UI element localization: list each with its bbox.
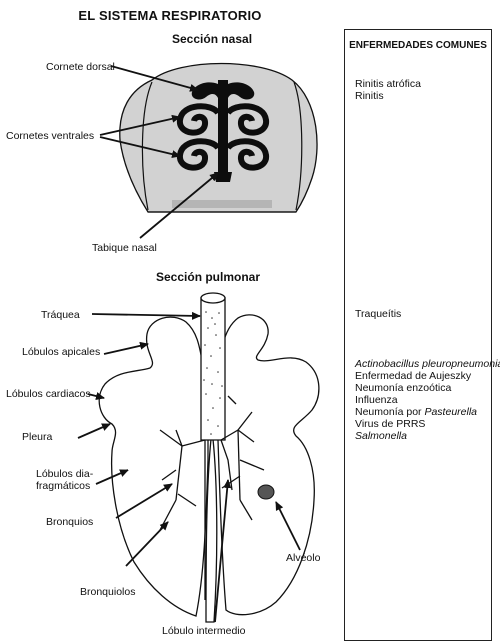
nasal-right-cheek	[293, 81, 303, 211]
label-intermediate-lobe: Lóbulo intermedio	[162, 625, 246, 637]
label-bronchi: Bronquios	[46, 516, 94, 528]
label-diaphragmatic-lobes-1: Lóbulos dia-	[36, 468, 94, 480]
disease-lung-6: Virus de PRRS	[355, 418, 426, 430]
dorsal-turbinate-right	[228, 82, 255, 100]
disease-lung-3: Neumonía enzoótica	[355, 382, 452, 394]
nasal-left-cheek	[141, 81, 153, 211]
label-bronchioles: Bronquiolos	[80, 586, 136, 598]
label-nasal-septum: Tabique nasal	[92, 242, 157, 254]
trachea	[200, 292, 226, 441]
disease-lung-5-text: Neumonía por	[355, 406, 425, 418]
nasal-palate	[172, 200, 272, 208]
pulmonary-heading: Sección pulmonar	[156, 270, 261, 284]
label-diaphragmatic-lobes-2: fragmáticos	[36, 480, 91, 492]
nasal-arrows	[99, 65, 219, 239]
disease-nasal-2: Rinitis	[355, 90, 384, 102]
right-lung	[217, 314, 320, 616]
label-alveolus: Alvéolo	[286, 552, 321, 564]
disease-lung-1: Actinobacillus pleuropneumoniae	[355, 358, 500, 370]
nasal-section	[119, 62, 318, 213]
bronchial-tree	[159, 395, 265, 600]
disease-nasal-1: Rinitis atrófica	[355, 78, 421, 90]
nasal-heading: Sección nasal	[172, 32, 253, 46]
page-title: EL SISTEMA RESPIRATORIO	[78, 8, 262, 23]
diseases-panel: ENFERMEDADES COMUNES Rinitis atrófica Ri…	[344, 29, 500, 641]
label-dorsal-turbinate: Cornete dorsal	[46, 61, 115, 73]
alveolus-cluster	[257, 484, 275, 500]
lung-section	[98, 314, 320, 623]
label-ventral-turbinates: Cornetes ventrales	[6, 130, 95, 142]
disease-lung-5-italic: Pasteurella	[424, 406, 477, 418]
label-apical-lobes: Lóbulos apicales	[22, 346, 101, 358]
diseases-heading: ENFERMEDADES COMUNES	[349, 40, 487, 51]
label-cardiac-lobes: Lóbulos cardiacos	[6, 388, 91, 400]
intermediate-lobe	[205, 429, 218, 623]
disease-lung-2: Enfermedad de Aujeszky	[355, 370, 472, 382]
left-lung	[98, 316, 209, 617]
disease-lung-5: Neumonía por Pasteurella	[355, 406, 477, 418]
disease-lung-4: Influenza	[355, 394, 398, 406]
ventral-turbinates	[177, 103, 269, 171]
label-pleura: Pleura	[22, 431, 53, 443]
label-trachea: Tráquea	[41, 309, 80, 321]
nasal-septum	[218, 80, 228, 178]
disease-trachea: Traqueítis	[355, 308, 402, 320]
disease-lung-7: Salmonella	[355, 430, 407, 442]
lung-arrows	[77, 311, 301, 623]
